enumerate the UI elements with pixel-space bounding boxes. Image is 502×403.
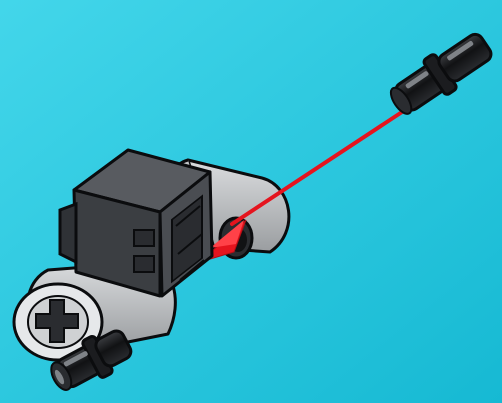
instruction-illustration [0,0,502,403]
assembly-instruction-step [0,0,502,403]
